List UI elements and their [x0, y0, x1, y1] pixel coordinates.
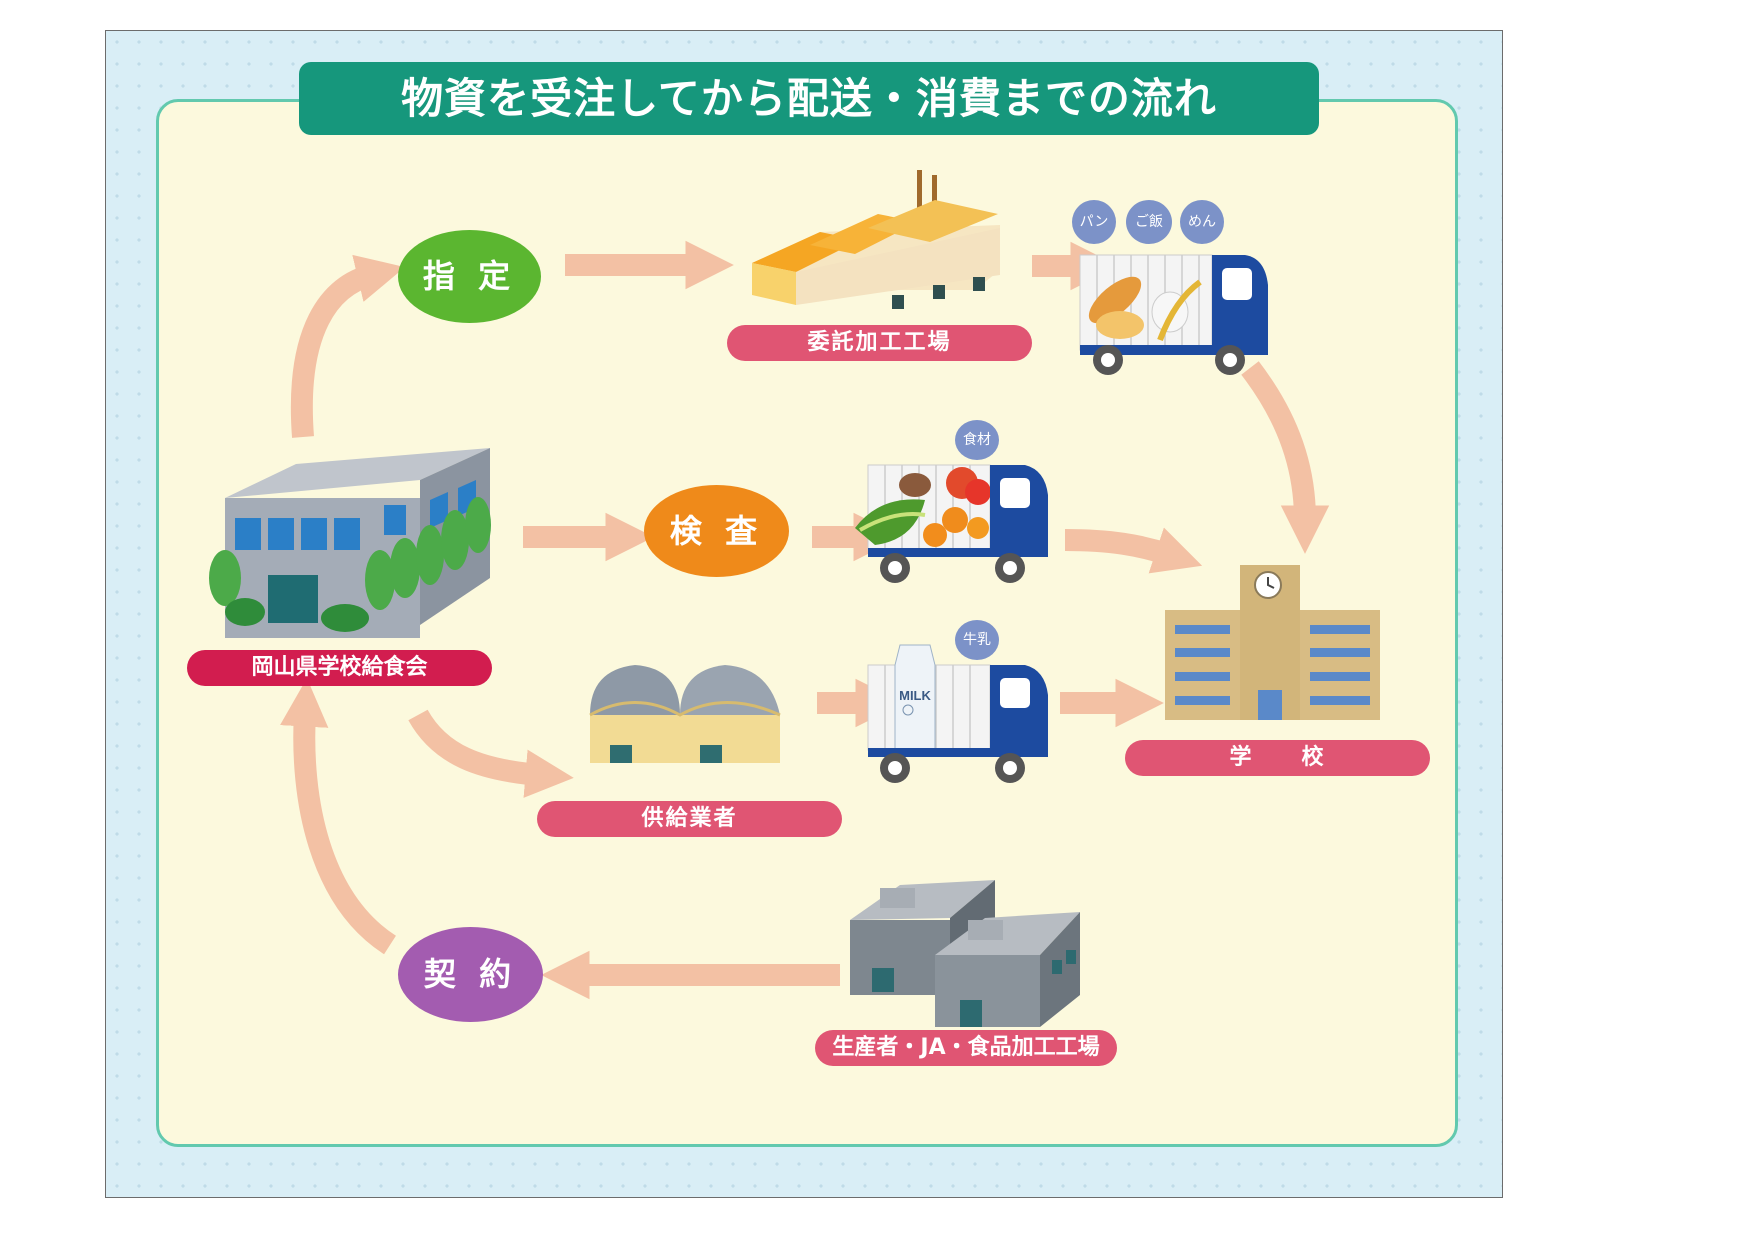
arrow-truck-to-school: [1241, 361, 1330, 554]
step-inspect: 検 査: [644, 485, 789, 577]
flow-arrows: [280, 240, 1330, 1000]
ingredients-delivery-truck: [855, 464, 1048, 583]
label-supplier: 供給業者: [537, 801, 842, 837]
arrow-association-to-supplier: [408, 709, 574, 798]
arrow-association-to-designate: [290, 254, 405, 438]
arrow-ingredients-truck-to-school: [1064, 527, 1203, 574]
bubble-noodles: めん: [1180, 200, 1224, 244]
supplier-warehouse: [589, 665, 781, 763]
bread-delivery-truck: [1079, 254, 1268, 375]
milk-carton-label: MILK: [899, 688, 931, 703]
step-contract-label: 契 約: [423, 955, 518, 993]
producers-factory: [850, 880, 1080, 1027]
school-building: [1165, 565, 1380, 720]
bubble-bread: パン: [1072, 200, 1116, 244]
bubble-milk: 牛乳: [955, 620, 999, 660]
arrow-contract-to-association: [280, 678, 397, 955]
step-designate-label: 指 定: [422, 257, 517, 295]
step-designate: 指 定: [398, 230, 541, 323]
association-building: [209, 448, 491, 638]
bubble-ingredients: 食材: [955, 420, 999, 460]
step-contract: 契 約: [398, 927, 543, 1022]
diagram-title: 物資を受注してから配送・消費までの流れ: [299, 62, 1319, 135]
processing-plant: [752, 170, 1000, 309]
step-inspect-label: 検 査: [669, 512, 764, 550]
label-producers: 生産者・JA・食品加工工場: [815, 1030, 1117, 1066]
label-association: 岡山県学校給食会: [187, 650, 492, 686]
label-processing-plant: 委託加工工場: [727, 325, 1032, 361]
label-school: 学 校: [1125, 740, 1430, 776]
milk-delivery-truck: MILK: [867, 644, 1048, 783]
bubble-rice: ご飯: [1126, 200, 1172, 244]
